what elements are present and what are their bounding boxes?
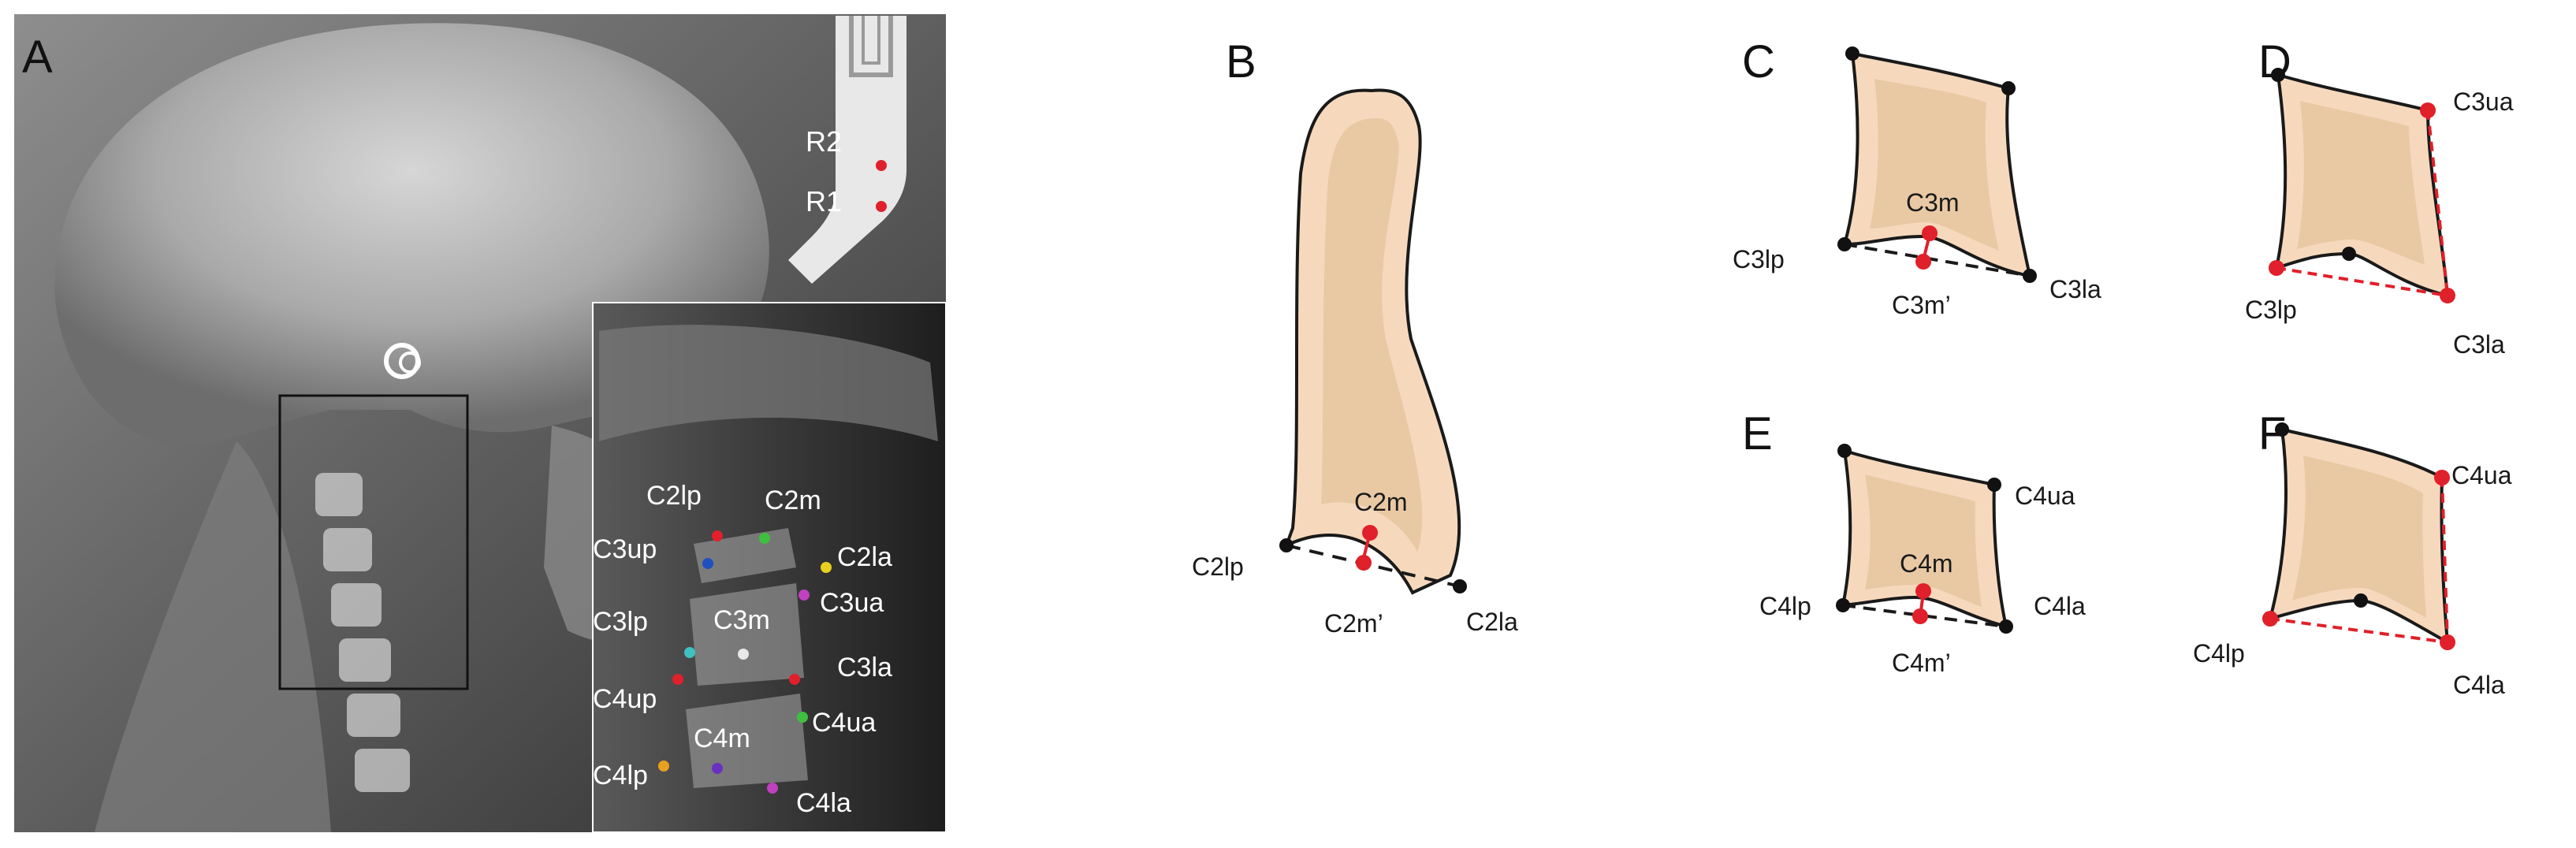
label-r1: R1 [806, 185, 842, 218]
c3-baseline-dashed [1844, 243, 2031, 277]
label-c4ua-e: C4ua [2015, 482, 2075, 510]
c3lp-marker-d [2269, 260, 2284, 276]
inset-label-c4m: C4m [694, 723, 750, 753]
point-c4lp [658, 761, 669, 772]
label-c3m: C3m [1906, 188, 1960, 217]
label-c3la-d: C3la [2453, 330, 2505, 359]
roi-rectangle [278, 394, 469, 690]
label-c4m: C4m [1900, 549, 1953, 578]
c4ua-marker-f [2434, 470, 2450, 485]
xray-inset [592, 302, 947, 833]
c3la-marker-d [2440, 288, 2455, 303]
label-c4la-e: C4la [2034, 592, 2086, 620]
c4lp-marker [1836, 598, 1850, 612]
xray-panel: R2 R1 A [14, 14, 947, 833]
point-c2m [759, 533, 770, 544]
panel-d: D C3ua C3lp C3la [2245, 36, 2514, 359]
point-c4la [767, 783, 778, 794]
panel-label-a: A [22, 32, 53, 83]
skull-shape [54, 23, 769, 446]
point-c3up [702, 558, 713, 569]
neck-shape [95, 441, 331, 832]
c2-vertebra-inner [1321, 118, 1423, 552]
inset-label-c4lp: C4lp [593, 761, 648, 790]
panel-b: B C2m C2lp C2m’ C2la [1192, 36, 1518, 638]
label-c3lp-d: C3lp [2245, 296, 2297, 324]
label-c3lp: C3lp [1733, 245, 1785, 273]
point-c3lp [684, 647, 695, 658]
c3lp-marker [1837, 237, 1852, 251]
label-c3la: C3la [2049, 275, 2101, 303]
c4-inferior-line [2269, 617, 2448, 644]
inset-label-c2la: C2la [837, 542, 892, 572]
inset-label-c3lp: C3lp [593, 607, 648, 637]
inset-label-c3la: C3la [837, 653, 892, 682]
c2la-marker [1453, 579, 1467, 593]
point-c4ua [797, 712, 808, 723]
label-c3ua: C3ua [2453, 87, 2514, 116]
cervical-spine [315, 473, 410, 792]
inset-label-c3m: C3m [713, 605, 770, 635]
label-c4lp-f: C4lp [2193, 639, 2245, 668]
c3m-prime-marker [1915, 254, 1931, 270]
inset-label-c2m: C2m [765, 485, 821, 515]
c2m-marker [1362, 525, 1378, 541]
c3la-marker [2023, 269, 2037, 283]
c4m-marker [1915, 583, 1931, 599]
label-c4ua-f: C4ua [2451, 461, 2512, 489]
c2lp-marker [1279, 538, 1294, 552]
label-c4la-f: C4la [2453, 671, 2505, 699]
inset-label-c4ua: C4ua [812, 708, 876, 738]
point-c3m [738, 649, 749, 660]
point-c2lp [712, 530, 723, 541]
c4la-marker-f [2440, 634, 2455, 650]
label-c2m-prime: C2m’ [1324, 609, 1383, 638]
label-c2la: C2la [1466, 608, 1518, 636]
panel-e: E C4ua C4m C4lp C4la C4m’ [1742, 408, 2086, 677]
c2m-prime-marker [1356, 555, 1372, 571]
inset-label-c2lp: C2lp [646, 481, 702, 511]
marker-r1 [876, 201, 887, 212]
point-c4m [712, 763, 723, 774]
point-c3ua [798, 590, 810, 601]
label-c4m-prime: C4m’ [1892, 649, 1951, 677]
panel-label-c: C [1742, 36, 1775, 87]
label-c2m: C2m [1354, 488, 1408, 516]
inset-label-c4la: C4la [796, 788, 851, 818]
c3m-marker [1922, 225, 1938, 241]
c2-baseline-dashed [1286, 544, 1461, 588]
c4la-marker [1999, 619, 2013, 634]
inset-label-c4up: C4up [593, 684, 657, 714]
marker-r2 [876, 160, 887, 171]
c4-anterior-line [2440, 477, 2449, 643]
panel-f: F C4ua C4lp C4la [2193, 408, 2512, 699]
label-c2lp: C2lp [1192, 552, 1244, 581]
label-c3m-prime: C3m’ [1892, 291, 1951, 319]
c4m-prime-marker [1912, 608, 1928, 624]
calibration-ruler [788, 16, 906, 284]
label-r2: R2 [806, 125, 842, 158]
inset-label-c3up: C3up [593, 534, 657, 564]
c3-inferior-line [2276, 266, 2448, 297]
inset-landmarks: C2lp C2m C2la C3up C3ua C3lp C3m C3la C4… [593, 481, 892, 818]
c3ua-marker [2420, 102, 2436, 118]
point-c2la [821, 562, 832, 573]
inset-label-c3ua: C3ua [820, 588, 884, 618]
panel-label-e: E [1742, 408, 1773, 459]
c4lp-marker-f [2262, 611, 2278, 627]
panel-c: C C3m C3lp C3m’ C3la [1733, 36, 2101, 319]
point-c4up [672, 674, 683, 685]
point-c3la [789, 674, 800, 685]
panel-label-b: B [1226, 36, 1256, 87]
label-c4lp-e: C4lp [1759, 592, 1811, 620]
